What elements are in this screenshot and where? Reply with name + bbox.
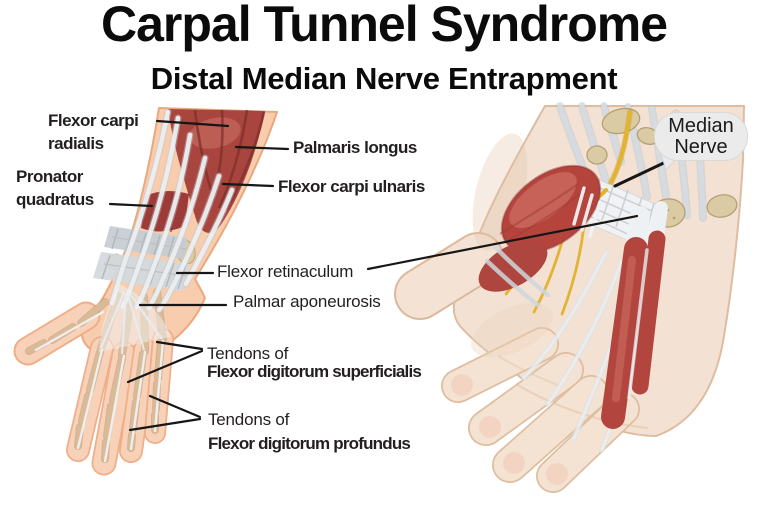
palmar-aponeurosis-fan bbox=[99, 284, 170, 355]
pointer-palmaris-longus bbox=[234, 145, 290, 151]
hypothenar-muscles bbox=[601, 201, 668, 429]
label-palmaris-longus: Palmaris longus bbox=[293, 138, 417, 157]
pointer-flexor-carpi-radialis bbox=[155, 119, 230, 128]
left-forearm-illustration bbox=[13, 107, 278, 476]
pointer-lines bbox=[108, 119, 672, 432]
palm-tendons bbox=[521, 249, 655, 453]
median-nerve-callout: Median Nerve bbox=[654, 112, 748, 161]
pointer-profundus-upper bbox=[148, 394, 202, 419]
pointer-pronator-quadratus bbox=[108, 202, 154, 208]
label-flexor-retinaculum: Flexor retinaculum bbox=[217, 262, 354, 281]
right-thumb bbox=[396, 234, 502, 318]
label-tendons-profundus-name: Flexor digitorum profundus bbox=[208, 434, 411, 453]
pointer-superficialis-upper bbox=[155, 340, 204, 351]
flexor-tendons bbox=[108, 108, 236, 314]
pointer-flexor-carpi-ulnaris bbox=[221, 182, 275, 188]
right-palm-illustration bbox=[394, 102, 745, 493]
label-tendons-superficialis-name: Flexor digitorum superficialis bbox=[207, 362, 422, 381]
label-tendons-profundus-intro: Tendons of bbox=[208, 410, 290, 429]
label-palmar-aponeurosis: Palmar aponeurosis bbox=[233, 292, 381, 311]
pointer-flexor-retinaculum-right bbox=[366, 214, 639, 271]
label-tendons-superficialis-intro: Tendons of bbox=[207, 344, 289, 363]
label-flexor-carpi-radialis: Flexor carpi radialis bbox=[48, 111, 139, 153]
finger-tendons bbox=[34, 310, 165, 463]
pointer-superficialis-lower bbox=[126, 349, 204, 384]
thenar-muscle bbox=[499, 164, 602, 254]
band-fibers bbox=[572, 186, 602, 238]
label-flexor-carpi-ulnaris: Flexor carpi ulnaris bbox=[278, 177, 425, 196]
label-pronator-quadratus: Pronator quadratus bbox=[16, 167, 94, 209]
page-subtitle: Distal Median Nerve Entrapment bbox=[150, 61, 618, 96]
pointer-median-nerve bbox=[613, 158, 672, 188]
page-title: Carpal Tunnel Syndrome bbox=[100, 0, 668, 52]
thumb-flexor-muscle bbox=[478, 240, 551, 308]
pointer-profundus-lower bbox=[128, 417, 202, 432]
